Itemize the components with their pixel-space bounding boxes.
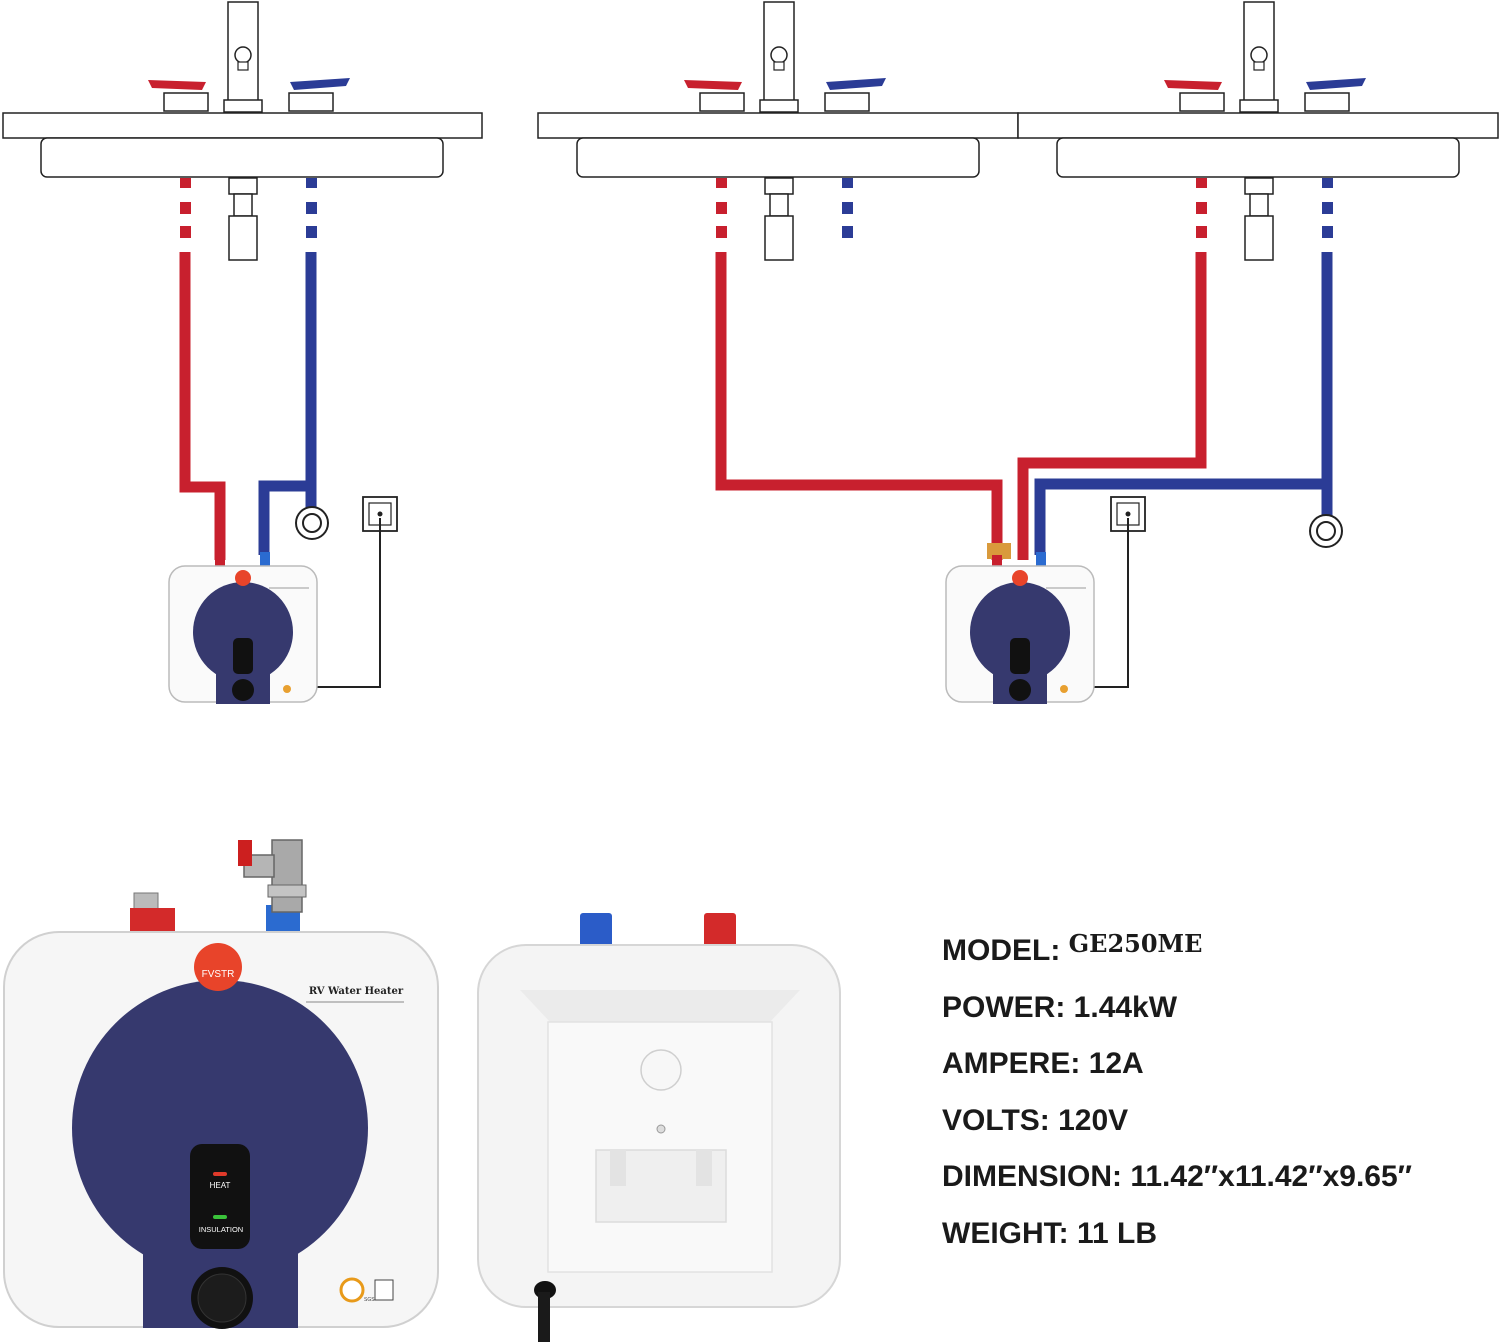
spec-volts: VOLTS: 120V: [942, 1104, 1482, 1161]
countertop: [2, 112, 483, 139]
spec-value: 11.42″x11.42″x9.65″: [1130, 1160, 1413, 1193]
spec-label: POWER:: [942, 990, 1066, 1024]
hot-water-pipe: [179, 252, 226, 560]
spec-label: WEIGHT:: [942, 1216, 1069, 1250]
valve-icon: [1309, 514, 1343, 548]
spec-label: AMPERE:: [942, 1047, 1081, 1080]
single-sink-diagram: [2, 1, 483, 705]
spec-label: VOLTS:: [942, 1103, 1050, 1137]
product-label: RV Water Heater: [309, 986, 404, 997]
spec-value: 120V: [1058, 1103, 1129, 1137]
spec-list: MODEL: GE250ME POWER: 1.44kW AMPERE: 12A…: [942, 929, 1482, 1274]
hot-water-pipe: [1017, 252, 1207, 560]
spec-value: 1.44kW: [1073, 990, 1178, 1024]
certification-badges: SGS: [339, 1277, 394, 1303]
cold-water-pipe: [258, 252, 317, 555]
power-cord-icon: [315, 518, 381, 688]
countertop: [537, 112, 1019, 139]
power-cord-icon: [1092, 518, 1129, 688]
brand-logo: [194, 943, 242, 991]
spec-model: MODEL: GE250ME: [942, 929, 1482, 991]
heater-front-view: HEAT INSULATION FVSTR RV Water Heater SG…: [3, 839, 439, 1329]
spec-value: GE250ME: [1068, 929, 1203, 958]
heat-indicator-label: HEAT: [210, 1181, 231, 1190]
double-sink-diagram: [537, 1, 1499, 705]
mini-water-heater: [945, 565, 1095, 705]
mini-water-heater: [168, 565, 318, 705]
power-cord-icon: [534, 1281, 556, 1342]
spec-value: 12A: [1088, 1047, 1144, 1080]
indicator-panel: [190, 1144, 250, 1249]
spec-weight: WEIGHT: 11 LB: [942, 1217, 1482, 1274]
insulation-indicator-label: INSULATION: [199, 1225, 243, 1234]
spec-label: DIMENSION:: [942, 1160, 1122, 1193]
countertop: [1017, 112, 1499, 139]
sink-basin: [576, 137, 980, 178]
hot-water-pipe: [715, 252, 1003, 560]
spec-label: MODEL:: [942, 934, 1061, 967]
spec-power: POWER: 1.44kW: [942, 991, 1482, 1048]
cold-water-pipe: [1034, 252, 1333, 555]
power-outlet-icon: [1110, 496, 1146, 532]
sink-basin: [40, 137, 444, 178]
sink-basin: [1056, 137, 1460, 178]
brand-name: FVSTR: [202, 969, 235, 980]
heater-back-view: [477, 913, 841, 1342]
spec-dimension: DIMENSION: 11.42″x11.42″x9.65″: [942, 1160, 1482, 1217]
spec-ampere: AMPERE: 12A: [942, 1047, 1482, 1104]
valve-icon: [238, 839, 307, 913]
spec-value: 11 LB: [1077, 1216, 1158, 1250]
valve-icon: [295, 506, 329, 540]
svg-text:SGS: SGS: [364, 1297, 375, 1303]
